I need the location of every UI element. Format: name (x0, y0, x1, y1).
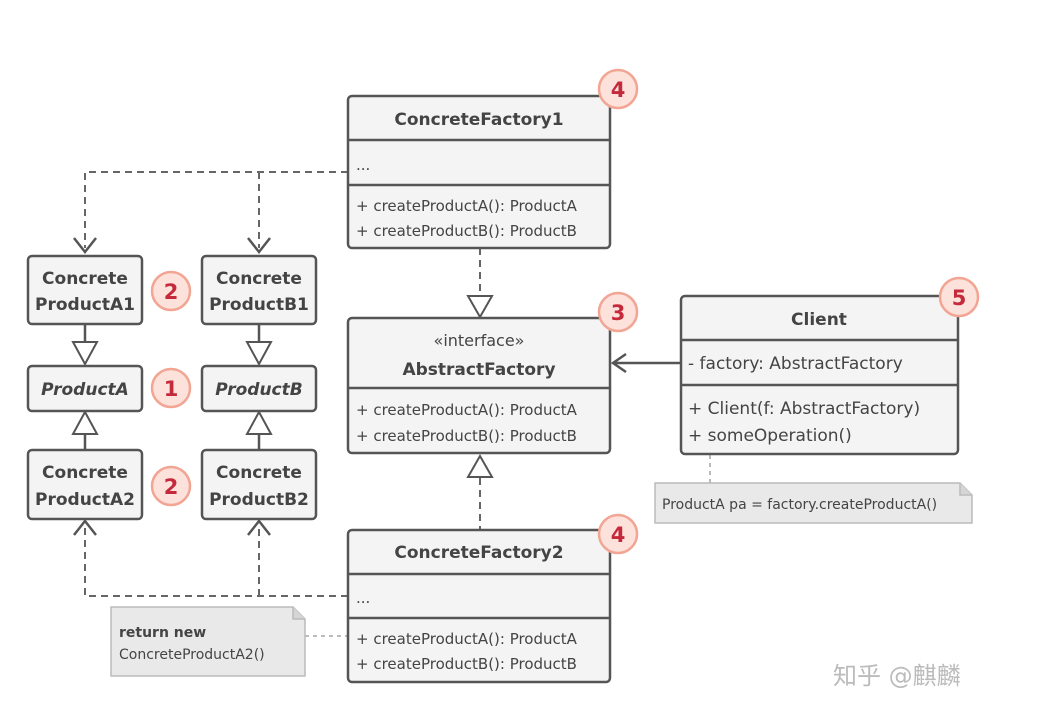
svg-text:3: 3 (611, 301, 626, 325)
class-stereotype: «interface» (434, 331, 525, 350)
note-cf2: return new ConcreteProductA2() (110, 606, 306, 677)
note-text: ProductA pa = factory.createProductA() (662, 497, 937, 513)
generalization-triangle-b2 (245, 409, 273, 435)
open-arrowheads-bottom (73, 518, 271, 536)
svg-text:4: 4 (611, 78, 626, 102)
class-method: + createProductA(): ProductA (356, 630, 578, 648)
association-client-to-af (610, 352, 681, 374)
class-name-line: ProductA2 (35, 490, 135, 510)
class-fields: ... (356, 156, 370, 174)
realization-triangle-cf2 (466, 453, 494, 478)
dependency-cf2-to-product-a2 (84, 526, 348, 597)
class-name-line: ProductB1 (209, 295, 309, 315)
generalization-triangle-a2 (71, 409, 99, 435)
class-concrete-product-b2: Concrete ProductB2 (200, 448, 318, 521)
note-client: ProductA pa = factory.createProductA() (654, 482, 973, 524)
class-method: + createProductA(): ProductA (356, 401, 578, 419)
class-method: + createProductB(): ProductB (356, 427, 577, 445)
class-name: ProductA (41, 380, 129, 400)
generalization-triangle-a1 (71, 341, 99, 367)
badge-pa: 1 (150, 367, 192, 409)
class-client: Client - factory: AbstractFactory + Clie… (679, 294, 960, 456)
class-concrete-product-a1: Concrete ProductA1 (26, 254, 144, 326)
generalization-lines-bottom (83, 434, 261, 450)
class-name: Client (791, 310, 847, 330)
svg-text:1: 1 (164, 377, 179, 401)
badge-cpa2: 2 (150, 465, 192, 507)
class-concrete-factory1: ConcreteFactory1 ... + createProductA():… (346, 94, 612, 250)
generalization-lines-top (83, 324, 261, 342)
interface-product-b: ProductB (200, 364, 318, 413)
realization-triangle-cf1 (466, 295, 494, 320)
class-name: ConcreteFactory2 (394, 543, 563, 563)
class-concrete-product-b1: Concrete ProductB1 (200, 254, 318, 326)
class-method: + createProductB(): ProductB (356, 655, 577, 673)
badge-cpa1: 2 (150, 270, 192, 312)
class-concrete-factory2: ConcreteFactory2 ... + createProductA():… (346, 528, 612, 684)
class-method: + createProductA(): ProductA (356, 197, 578, 215)
badge-cf2: 4 (597, 513, 639, 555)
svg-text:4: 4 (611, 523, 626, 547)
class-fields: - factory: AbstractFactory (688, 354, 903, 374)
svg-text:2: 2 (164, 280, 179, 304)
class-name-line: Concrete (216, 269, 302, 289)
generalization-triangle-b1 (245, 341, 273, 367)
class-method: + Client(f: AbstractFactory) (688, 399, 920, 419)
class-name: ProductB (215, 380, 302, 400)
class-name-line: ProductA1 (35, 295, 135, 315)
class-abstract-factory: «interface» AbstractFactory + createProd… (346, 316, 612, 455)
svg-text:2: 2 (164, 475, 179, 499)
class-concrete-product-a2: Concrete ProductA2 (26, 448, 144, 521)
class-method: + createProductB(): ProductB (356, 222, 577, 240)
dependency-cf1-to-product-a1 (84, 171, 348, 248)
badge-client: 5 (938, 276, 980, 318)
interface-product-a: ProductA (26, 364, 144, 413)
watermark: 知乎 @麒麟 (833, 662, 961, 690)
class-name: AbstractFactory (402, 360, 555, 380)
note-text-bold: return new (119, 625, 206, 641)
class-name-line: ProductB2 (209, 490, 309, 510)
class-name-line: Concrete (42, 269, 128, 289)
class-method: + someOperation() (688, 426, 852, 446)
connectors (71, 171, 711, 637)
badge-af: 3 (597, 291, 639, 333)
class-name: ConcreteFactory1 (394, 110, 563, 130)
note-text: ConcreteProductA2() (119, 647, 265, 663)
svg-text:5: 5 (952, 286, 967, 310)
open-arrowheads-top (73, 237, 271, 255)
class-name-line: Concrete (42, 463, 128, 483)
step-badges: 4 2 1 2 3 5 4 (150, 68, 980, 555)
class-fields: ... (356, 589, 370, 607)
badge-cf1: 4 (597, 68, 639, 110)
class-name-line: Concrete (216, 463, 302, 483)
